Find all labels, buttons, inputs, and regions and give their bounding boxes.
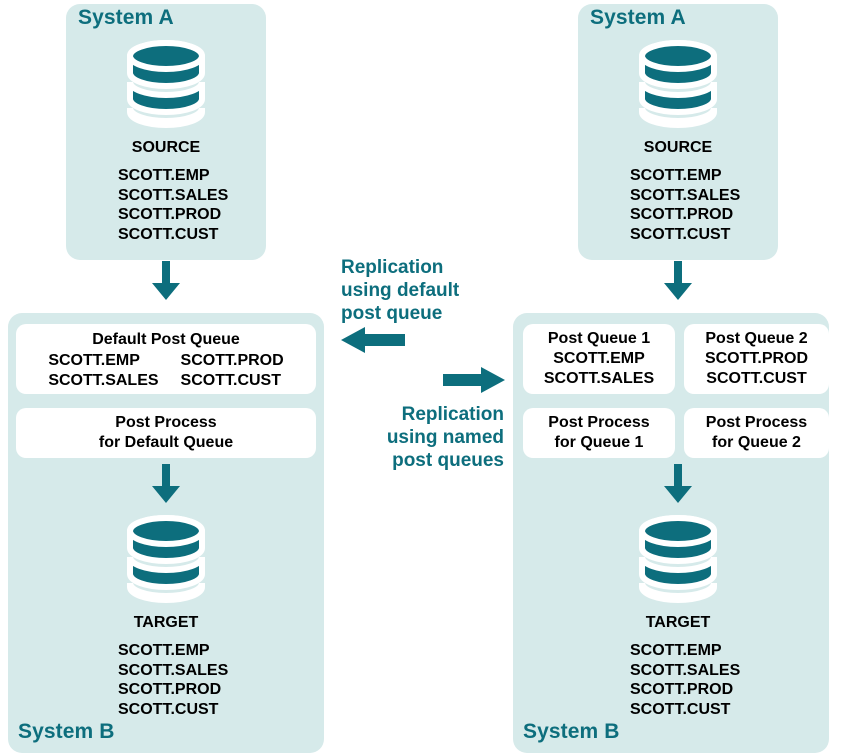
left-flow-caption: Replication using default post queue [341,256,459,325]
table-entry: SCOTT.CUST [630,700,731,718]
caption-line: Replication [341,257,444,278]
table-entry: SCOTT.PROD [118,681,222,698]
table-entry: SCOTT.PROD [118,206,222,223]
right-target-database-icon [634,511,722,607]
table-entry: SCOTT.PROD [180,352,284,369]
left-target-title: TARGET [133,614,199,631]
right-source-to-queues-arrow [663,261,693,301]
table-entry: SCOTT.EMP [118,167,210,184]
left-system-b-label: System B [18,720,115,743]
table-entry: SCOTT.CUST [706,370,807,387]
table-entry: SCOTT.SALES [118,661,229,679]
right-system-b-label: System B [523,720,620,743]
right-source-table-list: SCOTT.EMP SCOTT.SALES SCOTT.PROD SCOTT.C… [630,166,740,244]
table-entry: SCOTT.EMP [553,350,645,367]
caption-line: using default [341,280,460,301]
post-process-line-1: Post Process [705,414,808,431]
table-entry: SCOTT.CUST [118,700,219,718]
post-queue-1-box: Post Queue 1 SCOTT.EMP SCOTT.SALES [523,324,675,394]
table-entry: SCOTT.SALES [48,371,159,389]
default-post-queue-box: Default Post Queue SCOTT.EMP SCOTT.SALES… [16,324,316,394]
table-entry: SCOTT.SALES [118,186,229,204]
right-flow-caption: Replication using named post queues [324,403,504,472]
left-system-a-label: System A [78,6,174,29]
right-target-table-list: SCOTT.EMP SCOTT.SALES SCOTT.PROD SCOTT.C… [630,641,740,719]
table-entry: SCOTT.CUST [180,371,281,389]
post-process-line-2: for Default Queue [98,434,234,451]
table-entry: SCOTT.PROD [630,206,734,223]
left-target-database-icon [122,511,210,607]
table-entry: SCOTT.SALES [630,186,741,204]
table-entry: SCOTT.EMP [118,642,210,659]
table-entry: SCOTT.EMP [630,167,722,184]
table-entry: SCOTT.PROD [704,350,809,367]
post-queue-2-box: Post Queue 2 SCOTT.PROD SCOTT.CUST [684,324,829,394]
post-queue-2-title: Post Queue 2 [705,330,808,347]
table-entry: SCOTT.EMP [630,642,722,659]
left-source-title: SOURCE [131,139,201,156]
post-queue-1-title: Post Queue 1 [547,330,651,347]
default-queue-post-process-box: Post Process for Default Queue [16,408,316,458]
default-post-queue-column-right: SCOTT.PROD SCOTT.CUST [181,351,284,390]
left-source-to-queue-arrow [151,261,181,301]
caption-line: using named [386,427,504,448]
caption-line: post queues [392,450,504,471]
right-target-title: TARGET [645,614,711,631]
right-source-title: SOURCE [643,139,713,156]
right-system-a-label: System A [590,6,686,29]
right-source-database-icon [634,36,722,132]
queue-2-post-process-box: Post Process for Queue 2 [684,408,829,458]
right-flow-arrow [443,367,505,393]
table-entry: SCOTT.CUST [630,225,731,243]
queue-1-post-process-box: Post Process for Queue 1 [523,408,675,458]
post-process-line-1: Post Process [115,414,217,431]
default-post-queue-title: Default Post Queue [92,331,240,348]
default-post-queue-column-left: SCOTT.EMP SCOTT.SALES [48,351,158,390]
post-process-line-1: Post Process [548,414,650,431]
post-process-line-2: for Queue 2 [712,434,801,451]
post-process-line-2: for Queue 1 [554,434,644,451]
left-source-database-icon [122,36,210,132]
default-post-queue-columns: SCOTT.EMP SCOTT.SALES SCOTT.PROD SCOTT.C… [16,351,316,390]
table-entry: SCOTT.SALES [630,661,741,679]
left-target-table-list: SCOTT.EMP SCOTT.SALES SCOTT.PROD SCOTT.C… [118,641,228,719]
caption-line: post queue [341,303,443,324]
table-entry: SCOTT.EMP [48,352,140,369]
left-flow-arrow [341,327,405,353]
table-entry: SCOTT.CUST [118,225,219,243]
left-source-table-list: SCOTT.EMP SCOTT.SALES SCOTT.PROD SCOTT.C… [118,166,228,244]
left-process-to-target-arrow [151,464,181,504]
table-entry: SCOTT.PROD [630,681,734,698]
caption-line: Replication [401,404,504,425]
table-entry: SCOTT.SALES [543,370,655,387]
right-process-to-target-arrow [663,464,693,504]
